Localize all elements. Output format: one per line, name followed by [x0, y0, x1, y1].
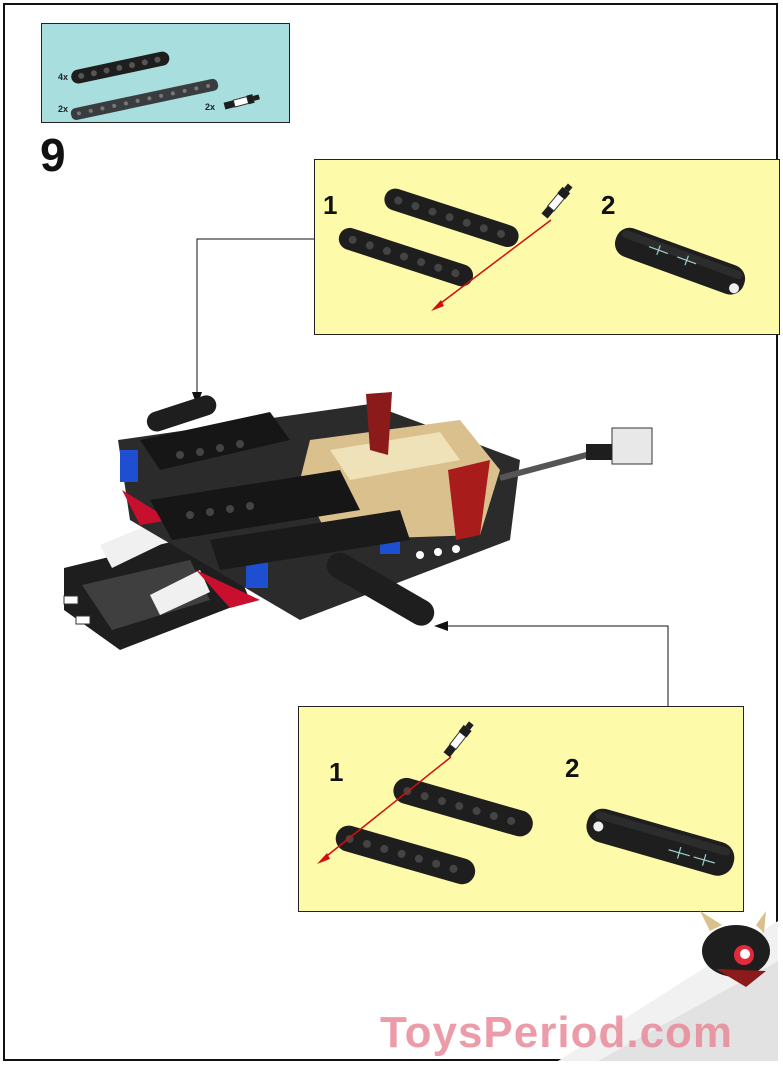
axle-pin-icon [443, 721, 474, 758]
callout-bottom-illustration [317, 721, 735, 885]
combined-liftarm-icon [614, 227, 746, 295]
axle-pin-icon [63, 595, 79, 605]
arrow-head-icon [434, 621, 448, 631]
axle-pin-icon [541, 183, 573, 219]
insert-arrow [436, 219, 552, 307]
connector-block-icon [611, 427, 653, 465]
axle-pin-icon [75, 615, 91, 625]
arrow-head-icon [317, 853, 330, 864]
black-liftarm-7-icon [71, 51, 170, 84]
substep-number: 1 [329, 757, 344, 787]
leader-line-top [196, 238, 314, 396]
axle-pin-icon [223, 94, 260, 110]
insert-arrow [322, 756, 452, 860]
parts-illustration [70, 51, 260, 120]
step-number: 9 [40, 129, 66, 181]
page-frame [3, 3, 778, 1061]
liftarm-icon [338, 227, 474, 287]
assembled-chassis [63, 392, 653, 650]
substep-number: 2 [565, 753, 580, 783]
watermark: ToysPeriod.com [380, 1008, 734, 1057]
substep-number: 1 [323, 190, 338, 220]
qty-label: 2x [205, 102, 216, 112]
callout-top: 1 2 [314, 159, 780, 335]
qty-label: 4x [58, 72, 69, 82]
leader-line-bottom [444, 625, 669, 706]
substep-number: 2 [601, 190, 616, 220]
liftarm-icon [335, 825, 476, 885]
corner-character-art [558, 911, 778, 1061]
arrow-head-icon [431, 300, 444, 311]
callout-bottom: 1 2 [298, 706, 744, 912]
liftarm-icon [384, 188, 519, 248]
callout-top-illustration [338, 183, 746, 311]
parts-list-box: 4x 2x 2x [41, 23, 290, 123]
qty-label: 2x [58, 104, 69, 114]
combined-liftarm-icon [586, 808, 735, 876]
dark-gray-liftarm-11-icon [70, 78, 219, 120]
